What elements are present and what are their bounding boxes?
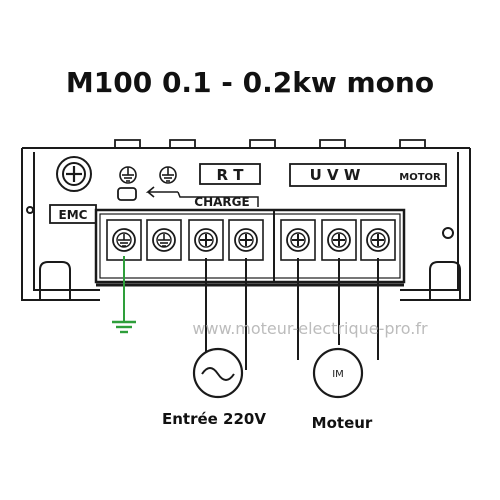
watermark-text: www.moteur-electrique-pro.fr	[192, 319, 428, 338]
terminal-7	[360, 219, 396, 261]
terminal-3	[188, 219, 224, 261]
motor-caption: Moteur	[312, 414, 373, 432]
mounting-screw-icon	[56, 156, 92, 192]
motor-symbol-label: IM	[332, 369, 344, 380]
rt-label-box: R T	[199, 163, 261, 185]
terminal-screws	[106, 219, 396, 261]
motor-icon: IM	[312, 347, 364, 399]
motor-wiring	[297, 258, 379, 360]
earth-wire	[112, 256, 136, 334]
charge-indicator: CHARGE	[117, 186, 259, 209]
uvw-label: U V W	[310, 166, 361, 184]
diagram-title: M100 0.1 - 0.2kw mono	[65, 66, 435, 99]
terminal-1	[106, 219, 142, 261]
ground-symbol-icon	[119, 166, 177, 184]
terminal-4	[228, 219, 264, 261]
emc-label: EMC	[59, 208, 88, 222]
emc-label-box: EMC	[49, 204, 97, 224]
motor-tag-label: MOTOR	[399, 172, 441, 183]
charge-label: CHARGE	[194, 195, 249, 209]
terminal-5	[280, 219, 316, 261]
rt-label: R T	[216, 166, 244, 184]
uvw-label-box: U V W MOTOR	[289, 163, 447, 187]
terminal-6	[321, 219, 357, 261]
top-brackets	[114, 139, 426, 148]
arrow-left-icon	[145, 186, 178, 198]
drive-housing	[21, 147, 471, 301]
input-caption: Entrée 220V	[162, 410, 266, 428]
terminal-2	[146, 219, 182, 261]
ac-source-icon	[192, 347, 244, 399]
